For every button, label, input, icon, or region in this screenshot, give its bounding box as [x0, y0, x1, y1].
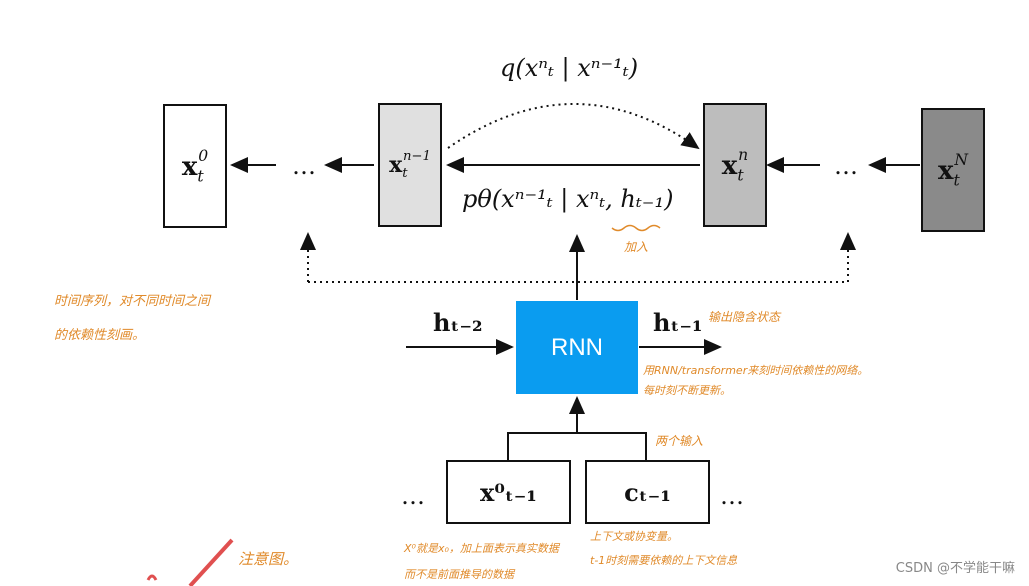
red-pen-mark-2 [146, 574, 158, 581]
box-xn-minus-1: xtn−1 [378, 103, 442, 227]
ellipsis-bottom-left: … [401, 482, 425, 510]
note-time-series: 时间序列，对不同时间之间 [54, 294, 211, 309]
red-pen-mark [188, 538, 234, 586]
ellipsis-top-left: … [292, 152, 316, 180]
note-x-1: X⁰就是x₀，加上面表示真实数据 [404, 542, 559, 555]
note-jia-ru: 加入 [624, 240, 649, 254]
watermark: CSDN @不学能干嘛 [895, 561, 1015, 576]
box-xN: xtN [921, 108, 985, 232]
p-transition-label: pθ(xⁿ⁻¹ₜ | xⁿₜ, hₜ₋₁) [462, 185, 674, 213]
h-input-label: hₜ₋₂ [433, 308, 483, 337]
note-c-2: t-1时刻需要依赖的上下文信息 [590, 554, 738, 567]
rnn-block: RNN [516, 301, 638, 394]
q-transition-label: q(xⁿₜ | xⁿ⁻¹ₜ) [500, 54, 639, 82]
note-rnn-1: 用RNN/transformer来刻时间依赖性的网络。 [643, 364, 869, 377]
box-x0: xt0 [163, 104, 227, 228]
ellipsis-bottom-right: … [720, 482, 744, 510]
note-time-series-2: 的依赖性刻画。 [54, 328, 146, 343]
squiggle-underline [611, 224, 661, 232]
note-c-1: 上下文或协变量。 [590, 530, 678, 543]
note-look-figure: 注意图。 [238, 550, 299, 568]
q-dotted-arc [447, 103, 700, 150]
note-hidden-state: 输出隐含状态 [708, 310, 781, 324]
ellipsis-top-right: … [834, 152, 858, 180]
note-two-inputs: 两个输入 [655, 434, 704, 448]
note-rnn-2: 每时刻不断更新。 [643, 384, 731, 397]
box-c-prev: cₜ₋₁ [585, 460, 710, 524]
note-x-2: 而不是前面推导的数据 [404, 568, 514, 581]
h-output-label: hₜ₋₁ [653, 308, 703, 337]
box-xn: xtn [703, 103, 767, 227]
box-x-prev: x⁰ₜ₋₁ [446, 460, 571, 524]
